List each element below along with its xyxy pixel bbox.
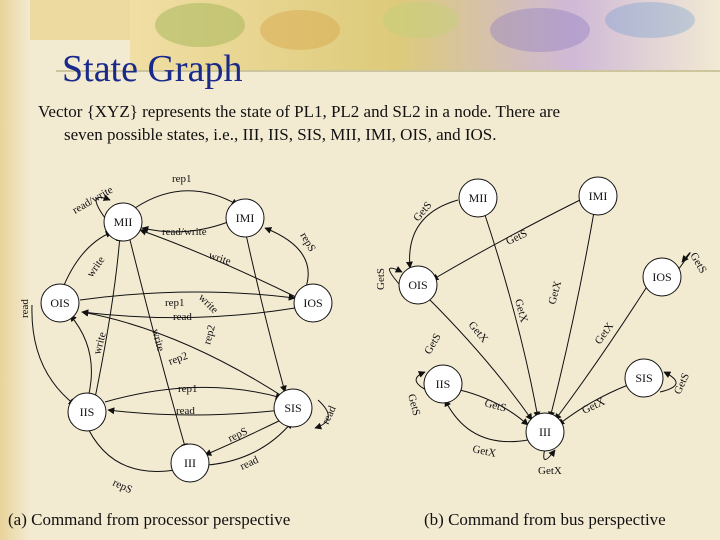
edge-label-a-13: write bbox=[149, 328, 166, 353]
edge-label-a-16: repS bbox=[226, 425, 249, 444]
edge-label-a-12: rep2 bbox=[167, 350, 189, 368]
edge-label-b-8: GetS bbox=[405, 393, 422, 417]
edge-label-b-10: GetX bbox=[580, 396, 607, 417]
edge-label-a-2: read/write bbox=[162, 226, 207, 238]
edge-label-a-0: rep1 bbox=[172, 173, 192, 185]
edge-label-a-6: read bbox=[19, 299, 31, 318]
edge-label-b-9: GetS bbox=[483, 397, 507, 414]
edge-label-b-7: GetS bbox=[687, 251, 708, 276]
edge-label-b-0: GetS bbox=[411, 199, 434, 224]
edge-a-mii-imi-top bbox=[135, 191, 238, 208]
edge-label-b-11: GetS bbox=[672, 371, 692, 396]
edge-label-b-4: GetX bbox=[512, 298, 530, 324]
node-a-ois-label: OIS bbox=[50, 296, 69, 310]
caption-processor-perspective: (a) Command from processor perspective bbox=[8, 510, 290, 530]
edge-label-a-7: rep1 bbox=[165, 297, 185, 309]
edge-label-b-1: GetS bbox=[504, 228, 529, 248]
edge-label-a-5: write bbox=[207, 249, 232, 267]
node-a-mii-label: MII bbox=[114, 215, 133, 229]
edge-label-b-6: GetX bbox=[593, 320, 617, 346]
node-b-iii-label: III bbox=[539, 425, 551, 439]
edge-label-b-14: GetX bbox=[538, 465, 562, 477]
processor-perspective-nodes: MII IMI OIS IOS IIS SIS III bbox=[41, 199, 332, 482]
bus-perspective-nodes: MII IMI OIS IOS IIS SIS III bbox=[399, 177, 681, 451]
node-a-sis-label: SIS bbox=[284, 401, 301, 415]
edge-label-a-9: write bbox=[196, 292, 221, 317]
edge-label-a-10: write bbox=[91, 331, 108, 356]
edge-label-a-14: rep1 bbox=[178, 383, 198, 395]
edge-a-iis-ois bbox=[70, 315, 91, 398]
edge-b-imi-iii bbox=[550, 212, 594, 418]
edge-label-a-8: read bbox=[173, 311, 192, 323]
node-b-ois-label: OIS bbox=[408, 278, 427, 292]
edge-label-b-3: GetX bbox=[546, 280, 564, 306]
node-b-mii-label: MII bbox=[469, 191, 488, 205]
edge-a-iii-iis bbox=[85, 422, 175, 471]
edge-label-a-3: repS bbox=[297, 231, 317, 254]
node-b-imi-label: IMI bbox=[589, 189, 608, 203]
node-a-iii-label: III bbox=[184, 456, 196, 470]
caption-bus-perspective: (b) Command from bus perspective bbox=[424, 510, 666, 530]
edge-label-b-13: GetS bbox=[422, 331, 443, 356]
node-a-imi-label: IMI bbox=[236, 211, 255, 225]
node-a-ios-label: IOS bbox=[303, 296, 322, 310]
edge-label-a-11: rep2 bbox=[201, 324, 218, 346]
node-b-sis-label: SIS bbox=[635, 371, 652, 385]
edge-a-imi-sis bbox=[245, 230, 285, 392]
edge-label-a-15: read bbox=[176, 405, 195, 417]
edge-label-a-4: write bbox=[85, 254, 108, 279]
edge-label-b-12: GetX bbox=[471, 443, 497, 460]
edge-label-a-18: read bbox=[320, 404, 339, 427]
edge-label-b-2: GetS bbox=[375, 268, 387, 290]
edge-label-a-17: read bbox=[238, 454, 261, 473]
node-a-iis-label: IIS bbox=[80, 405, 95, 419]
edge-label-a-19: repS bbox=[111, 477, 134, 496]
edge-a-sis-iis bbox=[108, 410, 282, 415]
node-b-iis-label: IIS bbox=[436, 377, 451, 391]
node-b-ios-label: IOS bbox=[652, 270, 671, 284]
